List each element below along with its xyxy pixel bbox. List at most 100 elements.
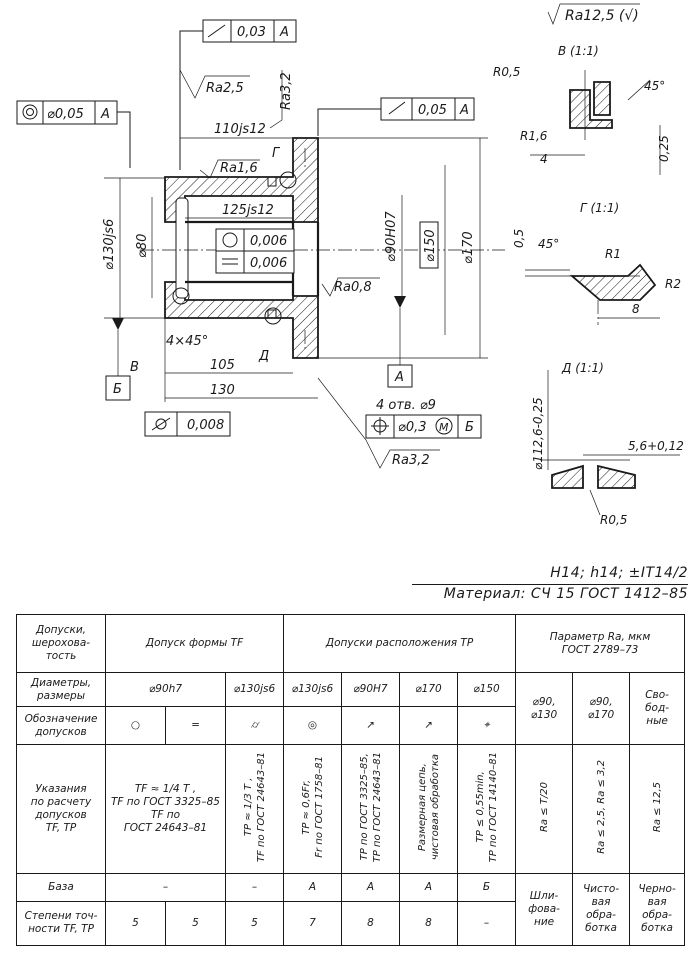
header-position-tolerance: Допуски расположения TP <box>282 613 517 674</box>
svg-text:Г (1:1): Г (1:1) <box>580 201 619 215</box>
row-header-diameters: Диаметры, размеры <box>16 672 106 708</box>
svg-text:0,006: 0,006 <box>250 256 287 271</box>
roughness-0-8-icon <box>321 277 380 297</box>
general-roughness: Ra12,5 (√) <box>565 8 639 24</box>
label-v: В <box>130 360 139 375</box>
label-g: Г <box>272 146 281 161</box>
cell-g6: 8 <box>399 900 458 947</box>
cylindricity-icon <box>151 417 171 431</box>
dim-d170: ⌀170 <box>461 231 476 264</box>
detail-b: В (1:1) R0,5 R1,6 45° 4 0,25 <box>493 44 671 175</box>
coaxiality-symbol-icon: ◎ <box>283 706 342 746</box>
svg-text:R1,6: R1,6 <box>520 129 548 143</box>
label-d: Д <box>258 349 269 364</box>
svg-text:⌀112,6-0,25: ⌀112,6-0,25 <box>531 397 545 470</box>
detail-d-circle <box>264 307 282 325</box>
roughness-3-2-icon <box>317 377 440 469</box>
rough-0-8: Ra0,8 <box>334 280 372 295</box>
cell-b9: Черно- вая обра- ботка <box>629 872 686 947</box>
axial-runout-symbol-icon: ↗ <box>399 706 458 746</box>
cell-g3: 5 <box>225 900 284 947</box>
svg-text:A: A <box>100 107 110 122</box>
cell-p1: ⌀90, ⌀130 <box>515 672 574 746</box>
tolerance-spec-table: Допуски, шерохова- тость Допуск формы TF… <box>16 613 686 947</box>
roughness-2-5-icon <box>179 69 250 99</box>
svg-text:R1: R1 <box>605 247 621 261</box>
coaxiality-icon <box>22 104 38 120</box>
svg-text:R0,5: R0,5 <box>493 65 520 79</box>
svg-text:0,25: 0,25 <box>657 135 671 162</box>
header-roughness-param: Параметр Ra, мкм ГОСТ 2789–73 <box>515 613 686 674</box>
form-tolerance-frame: 0,006 0,006 <box>215 228 295 274</box>
cell-b2: – <box>225 872 284 902</box>
svg-text:8: 8 <box>632 302 640 316</box>
runout-frame: 0,03 A <box>179 19 297 170</box>
svg-text:45°: 45° <box>644 79 665 93</box>
row-header-base: База <box>16 872 106 902</box>
general-tolerance-note: H14; h14; ±IT14/2 <box>550 565 688 581</box>
svg-text:R0,5: R0,5 <box>600 513 627 527</box>
cell-d1: ⌀90h7 <box>105 672 226 708</box>
cylindricity-frame: 0,008 <box>144 411 231 437</box>
svg-text:0,05: 0,05 <box>418 103 447 118</box>
part-section <box>140 137 505 359</box>
svg-text:⌀0,3: ⌀0,3 <box>398 420 427 435</box>
cell-i5: Размерная цепь, чистовая обработка <box>416 754 441 861</box>
detail-g: Г (1:1) 0,5 45° R1 R2 8 <box>512 201 681 325</box>
chamfer-label: 4×45° <box>166 334 208 349</box>
rough-3-2-top: Ra3,2 <box>279 72 294 110</box>
circularity-symbol-icon: ○ <box>105 706 166 746</box>
cell-d6: ⌀150 <box>456 672 517 708</box>
cell-b8: Чисто- вая обра- ботка <box>572 872 631 947</box>
dim-d130: ⌀130js6 <box>102 219 117 270</box>
detail-g-circle <box>279 171 297 189</box>
cell-d3: ⌀130js6 <box>283 672 342 708</box>
technical-drawing: Ra12,5 (√) 0,03 A Ra2,5 <box>16 3 684 527</box>
svg-text:R2: R2 <box>665 277 681 291</box>
svg-text:0,008: 0,008 <box>187 418 224 433</box>
cell-i6: TP ≤ 0,55min, TP по ГОСТ 14140–81 <box>474 751 499 863</box>
cell-b1: – <box>105 872 226 902</box>
dim-110: 110js12 <box>214 122 266 137</box>
material-note: Материал: СЧ 15 ГОСТ 1412–85 <box>412 584 688 602</box>
svg-text:Б: Б <box>465 420 474 435</box>
svg-text:45°: 45° <box>538 237 559 251</box>
svg-text:A: A <box>459 103 469 118</box>
cell-i8: Ra ≤ 2,5, Ra ≤ 3,2 <box>595 760 607 854</box>
cell-i4: TP по ГОСТ 3325–85, TP по ГОСТ 24643–81 <box>358 751 383 863</box>
cell-g2: 5 <box>165 900 226 947</box>
runout-symbol-icon: ↗ <box>341 706 400 746</box>
svg-text:В (1:1): В (1:1) <box>558 44 599 58</box>
svg-text:5,6+0,12: 5,6+0,12 <box>628 439 684 453</box>
dim-125: 125js12 <box>222 203 274 218</box>
detail-d: Д (1:1) ⌀112,6-0,25 5,6+0,12 R0,5 <box>531 361 684 527</box>
cell-i7: Ra ≤ T/20 <box>538 782 550 833</box>
holes-note: 4 отв. ⌀9 <box>376 398 436 413</box>
dim-d90: ⌀90H07 <box>384 211 399 262</box>
runout-arrow-icon <box>207 24 226 38</box>
cell-b7: Шли- фова- ние <box>515 872 574 947</box>
svg-text:⌀0,05: ⌀0,05 <box>47 107 84 122</box>
roughness-1-6-icon <box>199 159 260 179</box>
cell-b5: A <box>399 872 458 902</box>
svg-text:0,5: 0,5 <box>512 229 526 248</box>
cell-g1: 5 <box>105 900 166 947</box>
dim-d150: ⌀150 <box>423 229 438 262</box>
dim-d80: ⌀80 <box>135 234 150 258</box>
cell-d5: ⌀170 <box>399 672 458 708</box>
rough-3-2-bot: Ra3,2 <box>392 453 430 468</box>
dim-130: 130 <box>210 383 235 398</box>
base-a-label: A <box>394 370 404 385</box>
svg-text:A: A <box>279 25 289 40</box>
detail-v-circle <box>172 287 190 305</box>
base-triangle-b <box>112 318 124 330</box>
rough-2-5: Ra2,5 <box>206 81 244 96</box>
position-frame: ⌀0,3 M Б <box>365 414 482 439</box>
rough-1-6: Ra1,6 <box>220 161 258 176</box>
circularity-icon <box>222 232 238 248</box>
row-header-tolerances: Допуски, шерохова- тость <box>16 613 106 674</box>
cell-g4: 7 <box>283 900 342 947</box>
cell-b4: A <box>341 872 400 902</box>
cylindricity-symbol-icon: ⌭ <box>225 706 284 746</box>
svg-text:4: 4 <box>540 152 548 166</box>
